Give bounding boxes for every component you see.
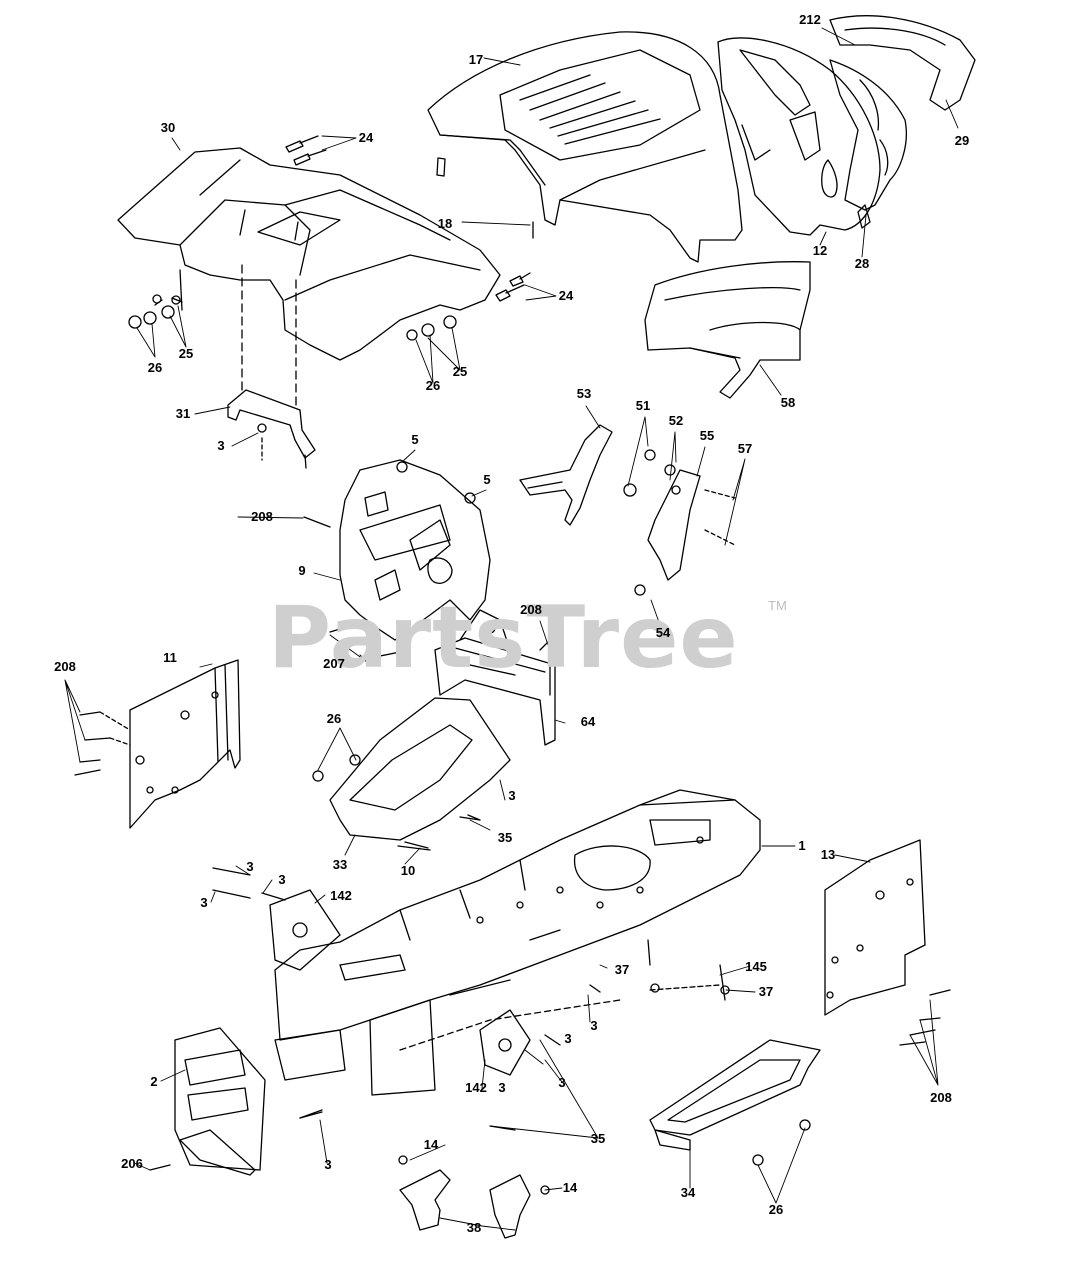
callout-11[interactable]: 11	[163, 650, 177, 665]
callout-26-bottom[interactable]: 26	[768, 1202, 784, 1217]
callout-9[interactable]: 9	[298, 563, 306, 578]
callout-3-e[interactable]: 3	[564, 1031, 572, 1046]
callout-3-c[interactable]: 3	[200, 895, 208, 910]
leader-lines	[64, 27, 959, 1231]
callout-29[interactable]: 29	[954, 133, 970, 148]
callout-208-mid[interactable]: 208	[520, 602, 542, 617]
part-bracket-142a[interactable]	[269, 889, 341, 971]
part-frame-1[interactable]	[274, 789, 761, 1096]
callout-26-frame[interactable]: 26	[326, 711, 342, 726]
part-console-9[interactable]	[303, 459, 491, 661]
watermark-trademark: TM	[768, 598, 787, 613]
callout-1[interactable]: 1	[798, 838, 806, 853]
callout-3-g[interactable]: 3	[558, 1075, 566, 1090]
part-bracket-31[interactable]	[227, 264, 316, 469]
part-footrest-34[interactable]	[649, 1039, 821, 1166]
callout-208-right[interactable]: 208	[930, 1090, 952, 1105]
callout-3-bracket[interactable]: 3	[217, 438, 225, 453]
part-hood-17[interactable]	[427, 31, 743, 263]
callout-2[interactable]: 2	[150, 1074, 158, 1089]
part-bracket-55[interactable]	[623, 449, 736, 596]
callout-142-bottom[interactable]: 142	[465, 1080, 487, 1095]
part-plate-2[interactable]	[149, 1027, 323, 1176]
part-plate-13[interactable]	[824, 839, 951, 1046]
callout-33[interactable]: 33	[332, 857, 348, 872]
callout-3-a[interactable]: 3	[246, 859, 254, 874]
callout-35-frame[interactable]: 35	[497, 830, 513, 845]
callout-3-frame[interactable]: 3	[508, 788, 516, 803]
part-fender-30[interactable]	[117, 147, 501, 361]
part-bracket-142b[interactable]	[479, 1009, 531, 1076]
callout-207[interactable]: 207	[323, 656, 345, 671]
part-frame-33[interactable]	[312, 697, 511, 849]
callout-26-mid[interactable]: 26	[425, 378, 441, 393]
callout-30[interactable]: 30	[160, 120, 176, 135]
callout-31[interactable]: 31	[175, 406, 191, 421]
watermark: PartsTree	[268, 588, 739, 688]
callout-52[interactable]: 52	[668, 413, 684, 428]
callout-51[interactable]: 51	[635, 398, 651, 413]
part-pan-58[interactable]	[644, 261, 811, 399]
callout-12[interactable]: 12	[812, 243, 828, 258]
callout-18[interactable]: 18	[437, 216, 453, 231]
callout-58[interactable]: 58	[780, 395, 796, 410]
callout-13[interactable]: 13	[820, 847, 836, 862]
callout-208-left[interactable]: 208	[54, 659, 76, 674]
callout-142-top[interactable]: 142	[330, 888, 352, 903]
callout-145[interactable]: 145	[745, 959, 767, 974]
callout-38[interactable]: 38	[466, 1220, 482, 1235]
callout-10[interactable]: 10	[400, 863, 416, 878]
callout-208-console[interactable]: 208	[251, 509, 273, 524]
callout-5-left[interactable]: 5	[411, 432, 419, 447]
callout-3-d[interactable]: 3	[590, 1018, 598, 1033]
callout-64[interactable]: 64	[580, 714, 596, 729]
part-bracket-64[interactable]	[434, 609, 556, 746]
callout-37-b[interactable]: 37	[758, 984, 774, 999]
callout-206[interactable]: 206	[121, 1156, 143, 1171]
callout-25-mid[interactable]: 25	[452, 364, 468, 379]
callout-14-left[interactable]: 14	[423, 1137, 439, 1152]
callout-28[interactable]: 28	[854, 256, 870, 271]
callout-17[interactable]: 17	[468, 52, 484, 67]
callout-24-top[interactable]: 24	[358, 130, 374, 145]
callout-3-f[interactable]: 3	[498, 1080, 506, 1095]
part-plate-11[interactable]	[74, 659, 241, 829]
callout-3-b[interactable]: 3	[278, 872, 286, 887]
callout-212[interactable]: 212	[799, 12, 821, 27]
callout-26-left[interactable]: 26	[147, 360, 163, 375]
callout-37-a[interactable]: 37	[614, 962, 630, 977]
callout-35-bottom[interactable]: 35	[590, 1131, 606, 1146]
callout-53[interactable]: 53	[576, 386, 592, 401]
callout-3-h[interactable]: 3	[324, 1157, 332, 1172]
part-grille-212[interactable]	[717, 15, 976, 236]
callout-14-right[interactable]: 14	[562, 1180, 578, 1195]
callout-34[interactable]: 34	[680, 1185, 696, 1200]
part-bracket-53[interactable]	[519, 424, 613, 526]
callout-54[interactable]: 54	[655, 625, 671, 640]
callout-57[interactable]: 57	[737, 441, 753, 456]
fender-hardware[interactable]	[128, 135, 531, 341]
callout-55[interactable]: 55	[699, 428, 715, 443]
callout-24-right[interactable]: 24	[558, 288, 574, 303]
fasteners[interactable]	[212, 816, 726, 1131]
callout-5-right[interactable]: 5	[483, 472, 491, 487]
part-bracket-38[interactable]	[398, 1155, 550, 1239]
callout-25-left[interactable]: 25	[178, 346, 194, 361]
